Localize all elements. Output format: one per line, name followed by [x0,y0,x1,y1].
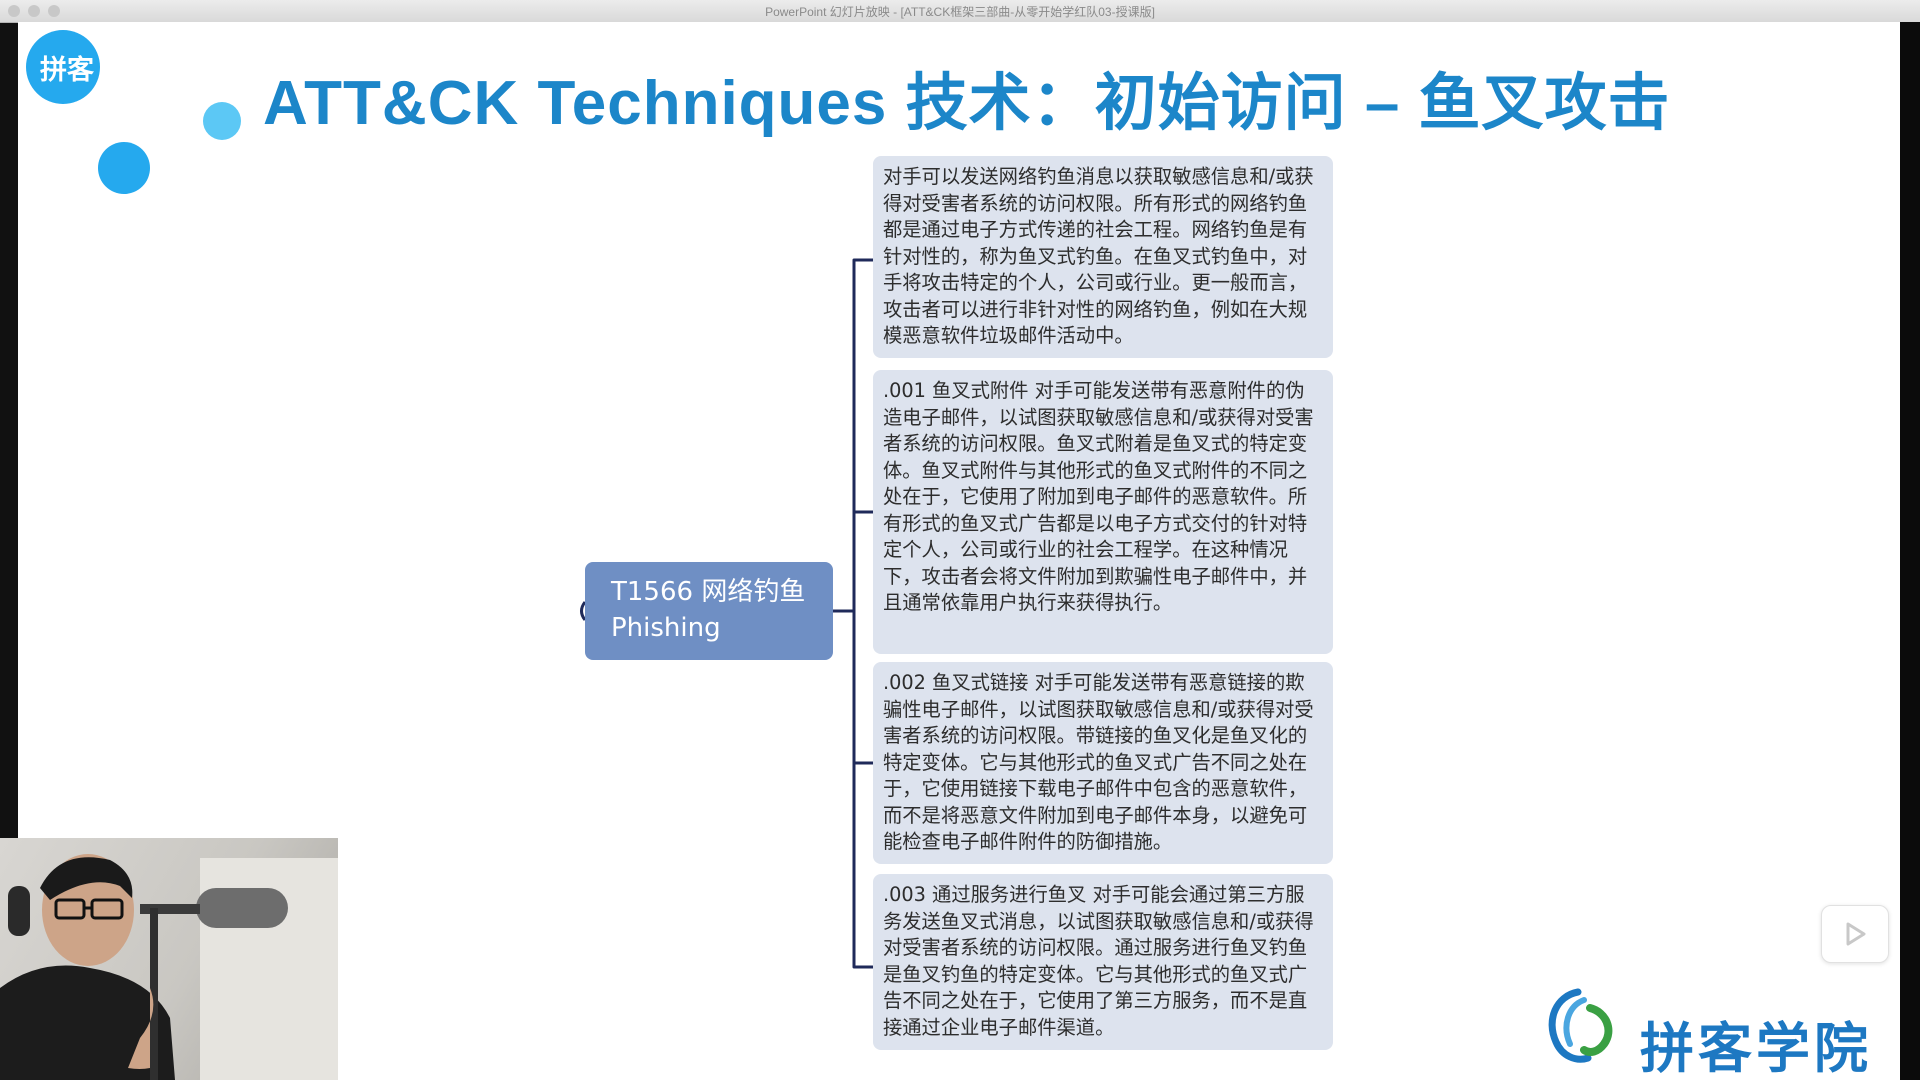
center-node-title: T1566 网络钓鱼 [611,577,806,607]
branch-spearphishing-via-service[interactable]: .003 通过服务进行鱼叉 对手可能会通过第三方服务发送鱼叉式消息，以试图获取敏… [873,874,1333,1050]
window-title: PowerPoint 幻灯片放映 - [ATT&CK框架三部曲-从零开始学红队0… [765,5,1155,19]
branch-spearphishing-link[interactable]: .002 鱼叉式链接 对手可能发送带有恶意链接的欺骗性电子邮件，以试图获取敏感信… [873,662,1333,864]
brand-name: 拼客学院 [1640,1017,1872,1080]
branch-phishing-overview[interactable]: 对手可以发送网络钓鱼消息以获取敏感信息和/或获得对受害者系统的访问权限。所有形式… [873,156,1333,358]
logo-badge: 拼客 [26,30,100,104]
center-node-subtitle: Phishing [611,613,721,643]
decor-circle-medium [98,142,150,194]
play-icon [1846,922,1866,946]
presenter-video-frame [0,854,338,1080]
mindmap-connectors [580,258,875,969]
brand-logo-icon [1548,988,1613,1063]
screen-edge [1900,22,1920,1080]
page-title: ATT&CK Techniques 技术：初始访问 – 鱼叉攻击 [263,69,1671,138]
center-node-t1566[interactable]: T1566 网络钓鱼 Phishing [585,562,833,660]
close-window-button[interactable] [8,5,20,17]
decor-circle-small [203,102,241,140]
branch-spearphishing-attachment[interactable]: .001 鱼叉式附件 对手可能发送带有恶意附件的伪造电子邮件，以试图获取敏感信息… [873,370,1333,654]
slide-canvas: 拼客 ATT&CK Techniques 技术：初始访问 – 鱼叉攻击 T156… [18,22,1900,1080]
window-titlebar: PowerPoint 幻灯片放映 - [ATT&CK框架三部曲-从零开始学红队0… [0,0,1920,23]
play-button[interactable] [1821,905,1889,963]
webcam-overlay [0,838,338,1080]
zoom-window-button[interactable] [48,5,60,17]
logo-badge-text: 拼客 [40,54,94,86]
minimize-window-button[interactable] [28,5,40,17]
